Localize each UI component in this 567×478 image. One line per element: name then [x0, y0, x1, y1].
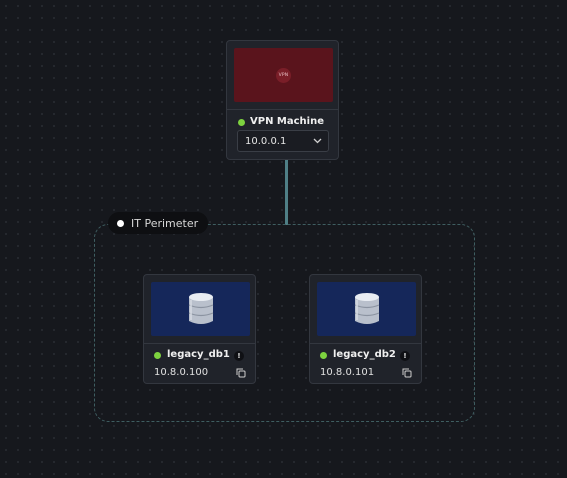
warning-icon[interactable]: !	[234, 351, 244, 361]
status-online-icon	[154, 352, 161, 359]
ip-address: 10.8.0.100	[154, 367, 209, 378]
node-divider	[227, 109, 338, 110]
ip-address-select[interactable]: 10.0.0.1	[237, 130, 329, 152]
perimeter-dot-icon	[117, 219, 124, 227]
database-icon	[188, 293, 213, 324]
db-thumbnail	[317, 282, 416, 336]
vpn-logo-icon: VPN	[276, 67, 291, 83]
perimeter-group[interactable]	[94, 224, 475, 422]
chevron-down-icon	[313, 138, 322, 144]
copy-icon[interactable]	[236, 368, 246, 378]
db-thumbnail	[151, 282, 250, 336]
perimeter-label[interactable]: IT Perimeter	[108, 212, 209, 234]
node-name: legacy_db2	[333, 349, 396, 360]
copy-icon[interactable]	[402, 368, 412, 378]
status-online-icon	[320, 352, 327, 359]
status-online-icon	[238, 119, 245, 126]
connection-edge[interactable]	[285, 159, 288, 225]
ip-address: 10.8.0.101	[320, 367, 375, 378]
vpn-thumbnail: VPN	[234, 48, 333, 102]
node-divider	[310, 343, 421, 344]
warning-icon[interactable]: !	[400, 351, 410, 361]
perimeter-label-text: IT Perimeter	[131, 216, 199, 230]
node-divider	[144, 343, 255, 344]
node-name: legacy_db1	[167, 349, 230, 360]
database-icon	[354, 293, 379, 324]
legacy-db1-node[interactable]: legacy_db1 ! 10.8.0.100	[143, 274, 256, 384]
node-name: VPN Machine	[250, 116, 324, 127]
legacy-db2-node[interactable]: legacy_db2 ! 10.8.0.101	[309, 274, 422, 384]
vpn-machine-node[interactable]: VPN VPN Machine 10.0.0.1	[226, 40, 339, 160]
ip-select-value: 10.0.0.1	[245, 135, 287, 147]
